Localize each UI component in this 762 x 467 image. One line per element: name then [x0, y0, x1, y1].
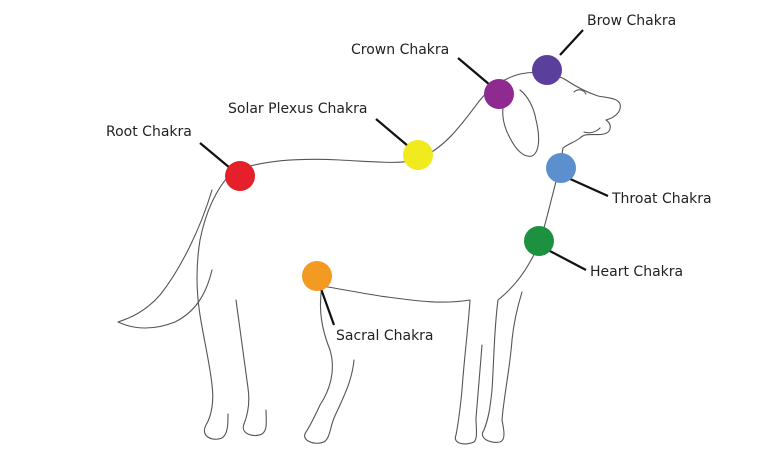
sacral-chakra-label: Sacral Chakra	[336, 328, 434, 344]
solar-leader-line	[375, 118, 409, 147]
root-leader-line	[199, 142, 231, 169]
dog-mouth	[583, 127, 601, 134]
dog-head-outline	[562, 79, 621, 149]
dog-tail-outline	[117, 189, 213, 329]
throat-chakra-dot	[546, 153, 576, 183]
dog-front-leg-outline	[482, 291, 523, 443]
solar-plexus-chakra-dot	[403, 140, 433, 170]
throat-leader-line	[567, 176, 609, 198]
throat-chakra-label: Throat Chakra	[612, 191, 712, 207]
dog-eye	[573, 89, 587, 95]
dog-hind-leg-far	[235, 299, 267, 437]
dog-back-outline	[231, 71, 567, 173]
brow-chakra-label: Brow Chakra	[587, 13, 677, 29]
root-chakra-label: Root Chakra	[106, 124, 192, 140]
crown-chakra-label: Crown Chakra	[351, 42, 450, 58]
dog-front-leg-far	[454, 299, 483, 445]
solar-plexus-chakra-label: Solar Plexus Chakra	[228, 101, 368, 117]
sacral-leader-line	[318, 285, 336, 326]
dog-rump-outline	[196, 171, 233, 440]
dog-belly-outline	[321, 285, 471, 303]
heart-chakra-dot	[524, 226, 554, 256]
sacral-chakra-dot	[302, 261, 332, 291]
dog-ear	[502, 87, 540, 157]
brow-leader-line	[559, 29, 584, 56]
heart-chakra-label: Heart Chakra	[590, 264, 684, 280]
crown-chakra-dot	[484, 79, 514, 109]
root-chakra-dot	[225, 161, 255, 191]
dog-hind-leg-outline	[304, 285, 355, 444]
brow-chakra-dot	[532, 55, 562, 85]
heart-leader-line	[547, 249, 587, 271]
crown-leader-line	[457, 57, 491, 86]
